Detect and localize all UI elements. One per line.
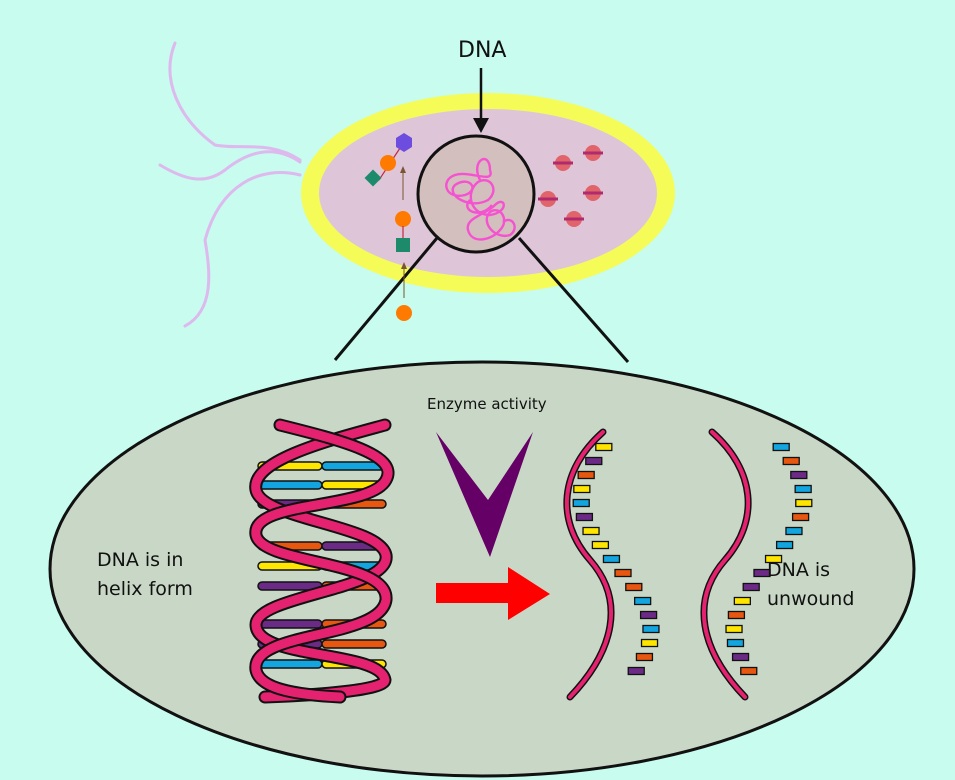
unwound-label-line2: unwound: [767, 588, 855, 610]
enzyme-chevron: [436, 432, 533, 557]
ribosome-bar: [583, 151, 603, 155]
nucleotide-base: [733, 596, 752, 606]
strand-backbone: [564, 430, 613, 699]
base-pair-left: [257, 480, 323, 490]
nucleotide-base: [635, 652, 654, 662]
nucleotide-base: [791, 512, 810, 522]
flagellum-3: [183, 171, 302, 328]
nucleotide-base: [627, 666, 645, 676]
zoom-line-left: [333, 237, 439, 361]
nucleotide-base: [577, 470, 595, 480]
nucleotide-base: [764, 554, 783, 564]
backbone-strand-2: [251, 420, 391, 702]
nucleoid: [416, 134, 536, 254]
nucleotide-base: [602, 554, 621, 564]
nucleotide-base: [585, 456, 603, 466]
process-arrow: [436, 567, 550, 620]
backbone-strand-1: [251, 420, 393, 702]
flagella: [158, 41, 302, 328]
helix-label-line1: DNA is in: [97, 549, 184, 571]
nucleotide-base: [625, 582, 643, 592]
enzyme-activity-label: Enzyme activity: [427, 395, 547, 413]
nucleotide-base: [642, 624, 660, 634]
nucleotide-base: [575, 512, 594, 522]
zoom-line-right: [517, 237, 630, 363]
nucleotide-base: [795, 498, 813, 508]
helix-label-line2: helix form: [97, 578, 193, 600]
nucleotide-base: [772, 442, 790, 452]
nucleotide-base: [775, 540, 794, 550]
nucleotide-base: [782, 456, 800, 466]
nucleotide-base: [633, 596, 652, 606]
orange-molecule: [380, 155, 396, 171]
base-pair-left: [257, 659, 323, 669]
ribosomes: [538, 145, 603, 227]
nucleotide-base: [725, 624, 743, 634]
unwound-label-line1: DNA is: [767, 559, 831, 581]
green-square-molecule: [396, 238, 410, 252]
nucleotide-base: [591, 540, 610, 550]
ribosome-bar: [553, 161, 573, 165]
unwound-label: DNA is unwound: [767, 556, 854, 614]
dna-label: DNA: [458, 38, 507, 63]
nucleotide-base: [582, 526, 600, 536]
dna-helix: [249, 418, 395, 704]
flagellum-1: [168, 41, 302, 162]
dna-pointer-head: [473, 118, 489, 133]
unwound-strand-right: [700, 428, 813, 701]
green-diamond-molecule: [364, 169, 382, 187]
nucleotide-base: [726, 638, 745, 648]
nucleotide-base: [639, 610, 658, 620]
base-pair-right: [321, 639, 387, 649]
nucleotide-base: [640, 638, 659, 648]
hexagon-molecule: [396, 133, 412, 152]
ribosome-bar: [538, 197, 558, 201]
nucleotide-base: [731, 652, 750, 662]
ribosome-bar: [583, 191, 603, 195]
flagellum-2: [158, 150, 302, 181]
nucleotide-base: [790, 470, 808, 480]
unwound-strand-left: [563, 428, 660, 701]
nucleotide-base: [785, 526, 803, 536]
nucleotide-base: [614, 568, 632, 578]
dna-tangle: [445, 158, 516, 241]
nucleotide-base: [573, 484, 591, 494]
nucleotide-base: [740, 666, 758, 676]
ribosome-bar: [564, 217, 584, 221]
strand-backbone: [702, 430, 751, 699]
nucleotide-base: [794, 484, 812, 494]
metabolic-pathway: [364, 133, 412, 321]
nucleotide-base: [753, 568, 771, 578]
nucleotide-base: [572, 498, 590, 508]
nucleotide-base: [595, 442, 613, 452]
base-pair-left: [257, 619, 323, 629]
nucleotide-base: [742, 582, 760, 592]
nucleotide-base: [727, 610, 746, 620]
helix-form-label: DNA is in helix form: [97, 546, 193, 604]
